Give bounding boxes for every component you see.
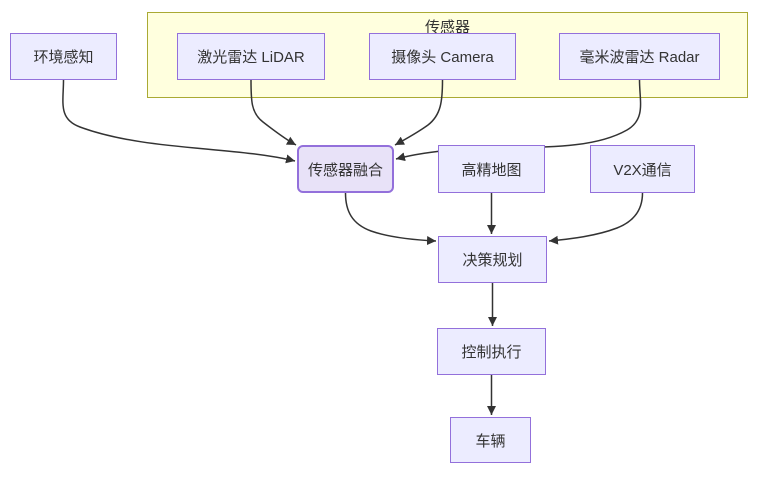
subgraph-sensors-title: 传感器 [424,19,470,36]
node-sensor-fusion: 传感器融合 [297,145,394,193]
node-decision-planning: 决策规划 [438,236,547,283]
node-hd-map: 高精地图 [438,145,545,193]
node-vehicle: 车辆 [450,417,531,463]
node-radar: 毫米波雷达 Radar [559,33,720,80]
edge-v2x-to-decision [548,192,644,245]
node-control-execution: 控制执行 [437,328,546,375]
node-v2x-communication: V2X通信 [590,145,695,193]
edge-fusion-to-decision [344,192,437,246]
node-environment-perception: 环境感知 [10,33,117,80]
node-lidar: 激光雷达 LiDAR [177,33,325,80]
node-camera: 摄像头 Camera [369,33,516,80]
